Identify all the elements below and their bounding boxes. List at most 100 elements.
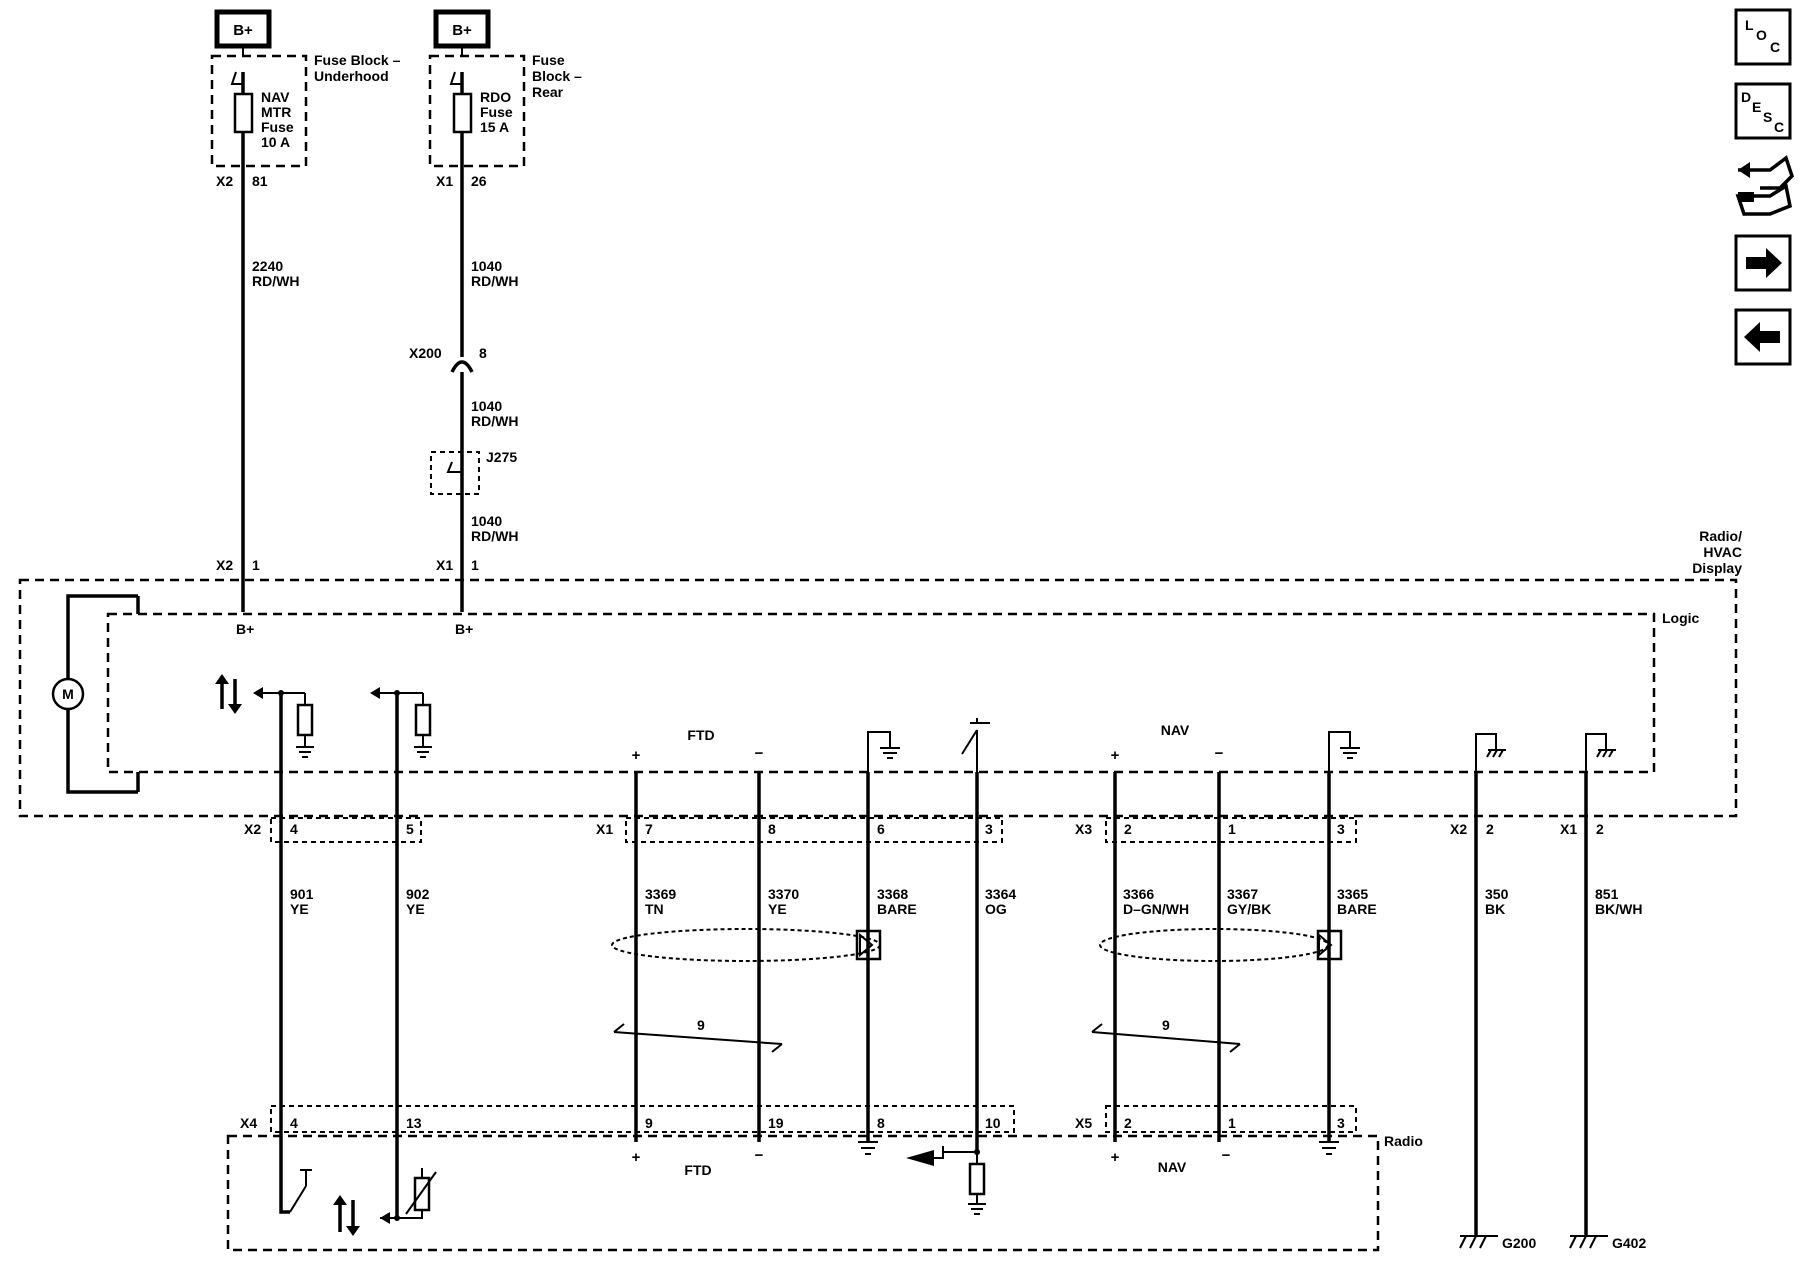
resistor-icon xyxy=(296,703,314,737)
wire-color: RD/WH xyxy=(471,273,518,289)
circuit-number: 1040 xyxy=(471,398,502,414)
display-connectors: X2 4 5 X1 7 8 6 3 X3 2 1 3 X2 2 X1 2 xyxy=(244,817,1604,843)
fuse-block-underhood: Fuse Block – Underhood NAV MTR Fuse 10 A… xyxy=(210,46,401,189)
ground-icon xyxy=(858,1141,878,1155)
module-name: HVAC xyxy=(1703,544,1742,560)
fuse-label: 15 A xyxy=(480,119,509,135)
pin-label: 6 xyxy=(877,821,885,837)
connector-label: X2 xyxy=(216,173,233,189)
circuit-number: 902 xyxy=(406,886,430,902)
previous-page-button[interactable] xyxy=(1734,308,1792,366)
circuit-number: 3369 xyxy=(645,886,676,902)
wire-color: BK/WH xyxy=(1595,901,1642,917)
wire-color: D–GN/WH xyxy=(1123,901,1189,917)
connector-label: X1 xyxy=(596,821,613,837)
bplus-input-label: B+ xyxy=(236,621,254,637)
fuse-block-title: Rear xyxy=(532,84,564,100)
fuse-block-title: Block – xyxy=(532,68,582,84)
connector-label: X200 xyxy=(409,345,442,361)
pin-label: 5 xyxy=(406,821,414,837)
wire-color: RD/WH xyxy=(471,528,518,544)
fuse-label: MTR xyxy=(261,104,291,120)
bidirectional-arrow-icon xyxy=(215,674,242,714)
wire-color: YE xyxy=(406,901,425,917)
circuit-number: 3364 xyxy=(985,886,1016,902)
arrow-right-icon xyxy=(1746,248,1782,278)
connector-label: X2 xyxy=(216,557,233,573)
desc-letter: E xyxy=(1752,99,1761,115)
pin-label: 10 xyxy=(985,1115,1001,1131)
switch-icon xyxy=(289,1169,312,1213)
wire-color: TN xyxy=(645,901,664,917)
bplus-label: B+ xyxy=(452,22,472,39)
pin-label: 1 xyxy=(471,557,479,573)
circuit-number: 3367 xyxy=(1227,886,1258,902)
pin-label: 3 xyxy=(985,821,993,837)
bplus-label: B+ xyxy=(233,22,253,39)
logic-label: Logic xyxy=(1662,610,1700,626)
location-button[interactable]: L O C xyxy=(1734,8,1792,66)
wire-color: RD/WH xyxy=(252,273,299,289)
rdo-fuse-icon xyxy=(452,92,473,134)
loc-letter: L xyxy=(1745,17,1754,33)
plus-sign: + xyxy=(1111,1149,1120,1166)
pin-label: 4 xyxy=(290,1115,298,1131)
twist-marker-ftd: 9 xyxy=(613,1017,783,1053)
pin-label: 4 xyxy=(290,821,298,837)
bplus-input-label: B+ xyxy=(455,621,473,637)
desc-letter: S xyxy=(1763,109,1772,125)
pin-label: 26 xyxy=(471,173,487,189)
minus-sign: − xyxy=(755,1147,764,1164)
wire-color: BARE xyxy=(1337,901,1377,917)
pin-label: 8 xyxy=(768,821,776,837)
input-pulldown-icon xyxy=(906,1146,986,1215)
fuse-label: NAV xyxy=(261,89,290,105)
pin-label: 13 xyxy=(406,1115,422,1131)
twist-count: 9 xyxy=(697,1017,705,1033)
connector-label: X3 xyxy=(1075,821,1092,837)
pin-label: 8 xyxy=(877,1115,885,1131)
nav-label: NAV xyxy=(1161,722,1190,738)
connector-label: X1 xyxy=(436,557,453,573)
next-page-button[interactable] xyxy=(1734,234,1792,292)
ground-icon xyxy=(867,731,900,780)
pin-label: 3 xyxy=(1337,1115,1345,1131)
connector-label: X2 xyxy=(244,821,261,837)
motor-symbol: M xyxy=(62,686,74,702)
circuit-number: 901 xyxy=(290,886,314,902)
connector-label: X2 xyxy=(1450,821,1467,837)
circuit-labels: 901 YE 902 YE 3369 TN 3370 YE 3368 BARE … xyxy=(290,886,1642,917)
pin-label: 1 xyxy=(252,557,260,573)
connector-repair-button[interactable] xyxy=(1735,155,1795,216)
chassis-ground-icon xyxy=(1475,733,1506,780)
description-button[interactable]: D E S C xyxy=(1734,82,1792,140)
circuit-number: 2240 xyxy=(252,258,283,274)
pin-label: 7 xyxy=(645,821,653,837)
signal-902-internal xyxy=(370,687,432,758)
pin-label: 1 xyxy=(1228,821,1236,837)
plus-sign: + xyxy=(632,747,641,764)
pin-label: 81 xyxy=(252,173,268,189)
circuit-number: 350 xyxy=(1485,886,1509,902)
pin-label: 2 xyxy=(1124,821,1132,837)
wire-901 xyxy=(279,693,290,1214)
ground-label: G402 xyxy=(1612,1235,1646,1251)
pin-label: 2 xyxy=(1596,821,1604,837)
module-name: Radio xyxy=(1384,1133,1423,1149)
fuse-label: Fuse xyxy=(261,119,294,135)
twist-marker-nav: 9 xyxy=(1091,1017,1241,1053)
pin-label: 9 xyxy=(645,1115,653,1131)
desc-letter: D xyxy=(1741,89,1751,105)
circuit-number: 1040 xyxy=(471,258,502,274)
bplus-source-left: B+ xyxy=(214,9,272,49)
minus-sign: − xyxy=(1215,745,1224,762)
circuit-wires xyxy=(279,693,1588,1236)
circuit-number: 3370 xyxy=(768,886,799,902)
wire-color: OG xyxy=(985,901,1007,917)
feed-wire-nav: 2240 RD/WH xyxy=(241,166,299,612)
ftd-shield xyxy=(611,928,882,962)
minus-sign: − xyxy=(755,745,764,762)
switch-icon xyxy=(961,718,990,780)
motor-icon: M xyxy=(51,594,140,794)
